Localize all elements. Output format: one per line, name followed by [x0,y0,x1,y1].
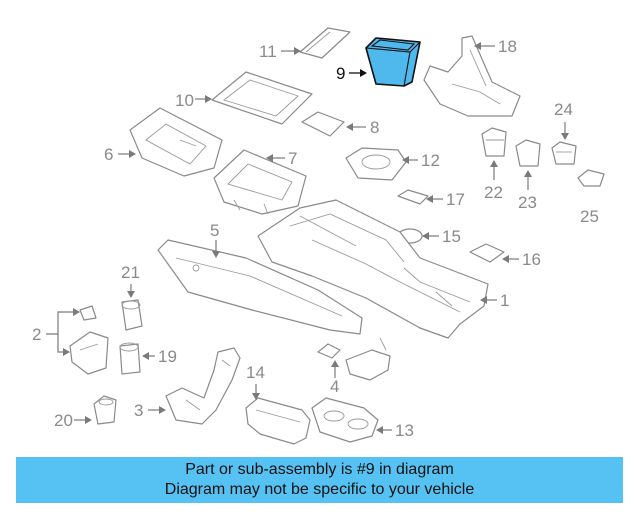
callout-14[interactable]: 14 [246,363,265,400]
part-4-drawing [317,337,391,381]
callout-10[interactable]: 10 [175,91,212,110]
part-18-drawing [423,35,521,117]
svg-text:11: 11 [259,42,277,61]
part-16-drawing [469,243,505,263]
part-24-drawing [551,141,577,165]
part-8-drawing [301,111,345,137]
callout-1[interactable]: 1 [480,291,509,310]
callout-17[interactable]: 17 [426,190,465,209]
part-6-drawing [129,107,223,177]
callout-21[interactable]: 21 [121,263,140,298]
svg-text:6: 6 [104,145,113,164]
svg-text:10: 10 [175,91,194,110]
callout-19[interactable]: 19 [142,347,177,366]
part-9-drawing[interactable] [365,37,421,87]
svg-text:4: 4 [330,377,339,396]
svg-text:3: 3 [134,401,143,420]
svg-text:21: 21 [121,263,140,282]
part-3-drawing [165,347,241,425]
callout-9[interactable]: 9 [336,64,367,83]
part-10-drawing [211,71,313,125]
callout-7[interactable]: 7 [266,149,297,168]
banner-line-2: Diagram may not be specific to your vehi… [164,481,475,498]
svg-text:8: 8 [370,118,379,137]
svg-text:17: 17 [446,190,465,209]
svg-text:22: 22 [484,183,503,202]
callout-11[interactable]: 11 [259,42,301,61]
svg-text:19: 19 [158,347,177,366]
svg-text:5: 5 [210,221,219,240]
svg-text:7: 7 [288,149,297,168]
svg-text:23: 23 [518,193,537,212]
callout-2[interactable]: 2 [32,308,80,356]
callout-22[interactable]: 22 [484,160,503,202]
callout-25[interactable]: 25 [580,207,599,226]
part-7-drawing [213,149,307,215]
svg-text:18: 18 [498,37,517,56]
callout-12[interactable]: 12 [402,151,440,170]
svg-text:25: 25 [580,207,599,226]
svg-text:14: 14 [246,363,265,382]
svg-text:24: 24 [554,100,573,119]
part-22-drawing [481,127,507,157]
callout-8[interactable]: 8 [346,118,379,137]
part-14-drawing [245,397,311,445]
part-13-drawing [311,397,379,443]
svg-text:16: 16 [522,250,541,269]
callout-13[interactable]: 13 [376,421,414,440]
part-21-drawing [121,299,143,331]
info-banner: Part or sub-assembly is #9 in diagram Di… [16,457,623,503]
banner-line-1: Part or sub-assembly is #9 in diagram [185,461,454,478]
svg-text:1: 1 [500,291,509,310]
svg-text:15: 15 [442,227,461,246]
part-20-drawing [93,395,117,425]
callout-15[interactable]: 15 [422,227,461,246]
callout-16[interactable]: 16 [502,250,541,269]
part-19-drawing [119,342,141,375]
callout-6[interactable]: 6 [104,145,136,164]
callout-5[interactable]: 5 [210,221,220,258]
svg-text:9: 9 [336,64,345,83]
callout-3[interactable]: 3 [134,401,166,420]
callout-24[interactable]: 24 [554,100,573,140]
part-25-drawing [577,169,605,187]
part-2-drawing [69,305,109,375]
callout-23[interactable]: 23 [518,170,537,212]
svg-text:20: 20 [54,411,73,430]
part-11-drawing [299,27,351,59]
callout-4[interactable]: 4 [330,360,339,396]
callout-18[interactable]: 18 [474,37,517,56]
callout-20[interactable]: 20 [54,411,92,430]
part-23-drawing [515,139,541,167]
part-17-drawing [397,189,429,205]
part-12-drawing [345,147,407,181]
svg-text:13: 13 [395,421,414,440]
svg-text:2: 2 [32,325,41,344]
parts-diagram: 11 9 18 10 8 [32,27,605,445]
part-5-drawing [157,239,363,335]
svg-text:12: 12 [421,151,440,170]
part-1-drawing [257,199,489,339]
